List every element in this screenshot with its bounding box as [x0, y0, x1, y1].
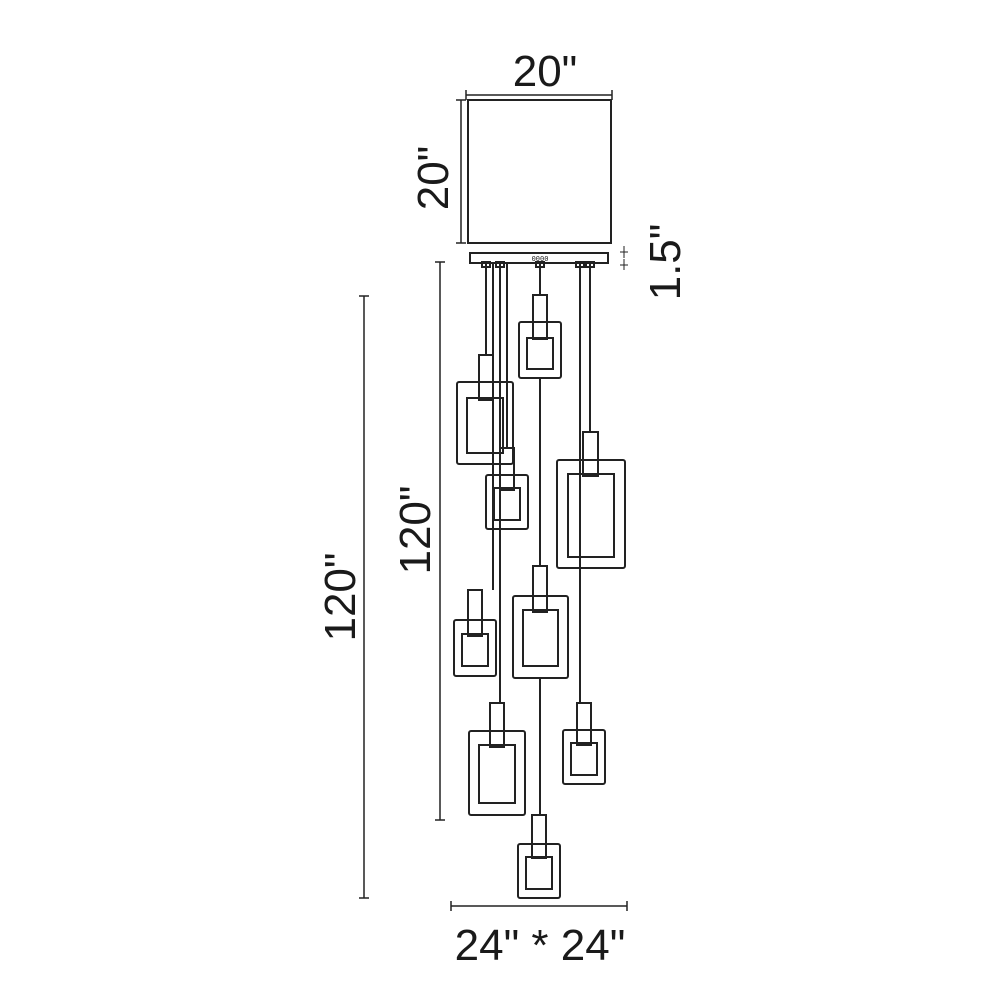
pendant-1	[518, 294, 562, 379]
cord-connector	[585, 261, 595, 268]
pendant-9	[517, 814, 561, 899]
cord-connector	[495, 261, 505, 268]
canopy-width-label: 20"	[513, 47, 578, 96]
pendant-2	[456, 354, 514, 465]
canopy-plate	[467, 99, 612, 244]
pendant-8	[562, 702, 606, 785]
cord-connector	[535, 261, 545, 268]
canopy-thickness-label: 1.5"	[641, 224, 690, 301]
footprint-label: 24" * 24"	[455, 921, 626, 970]
pendant-3	[485, 447, 529, 530]
pendant-7	[468, 702, 526, 816]
mount-bar-marker: 0000	[532, 255, 549, 263]
pendant-6	[512, 565, 569, 679]
outer-drop-label: 120"	[316, 552, 365, 641]
pendant-4	[556, 431, 626, 569]
canopy-height-label: 20"	[409, 146, 458, 211]
pendant-5	[453, 589, 497, 677]
inner-drop-label: 120"	[391, 485, 440, 574]
cord-connector	[481, 261, 491, 268]
cord-connector	[575, 261, 585, 268]
